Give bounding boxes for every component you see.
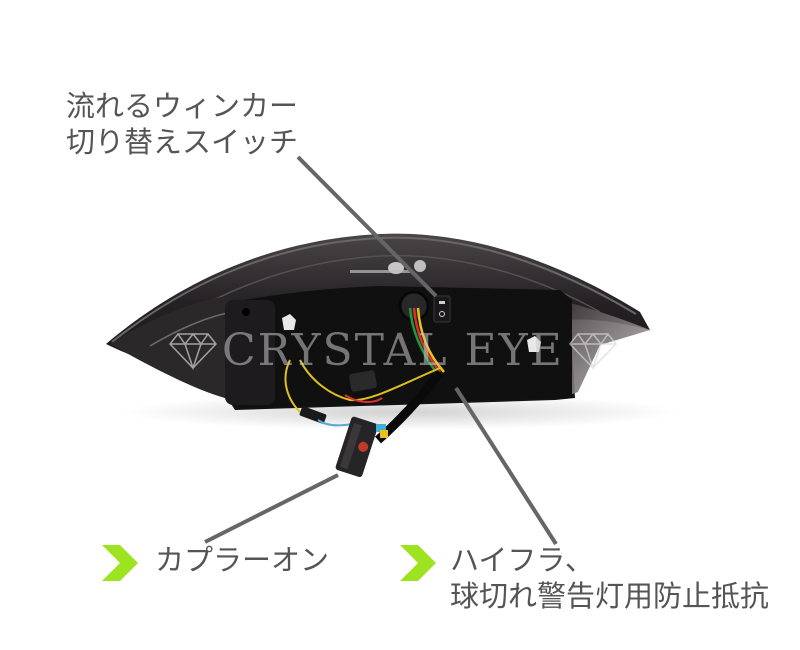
leader-line-coupler — [204, 473, 339, 544]
chevron-right-icon — [102, 545, 138, 581]
diamond-icon — [568, 332, 617, 370]
watermark-text: CRYSTAL EYE — [222, 324, 564, 376]
callout-coupler-on: カプラーオン — [155, 542, 329, 578]
leader-line-resistor — [454, 386, 558, 546]
toggle-switch — [433, 295, 451, 323]
leader-line-switch — [296, 155, 438, 298]
callout-line: ハイフラ、 — [450, 543, 594, 577]
callout-line: 球切れ警告灯用防止抵抗 — [450, 579, 770, 613]
callout-flowing-turn-switch: 流れるウィンカー 切り替えスイッチ — [66, 88, 298, 160]
callout-line: 流れるウィンカー — [66, 89, 299, 123]
diamond-icon — [169, 332, 217, 370]
wire-grommet — [398, 290, 430, 322]
callout-line: カプラーオン — [155, 543, 330, 577]
callout-line: 切り替えスイッチ — [66, 125, 299, 159]
chevron-right-icon — [400, 545, 436, 581]
coupler-connector — [335, 416, 379, 478]
callout-high-flash-resistor: ハイフラ、 球切れ警告灯用防止抵抗 — [450, 542, 769, 614]
lamp-housing — [232, 286, 572, 408]
watermark: CRYSTAL EYE — [168, 320, 617, 380]
